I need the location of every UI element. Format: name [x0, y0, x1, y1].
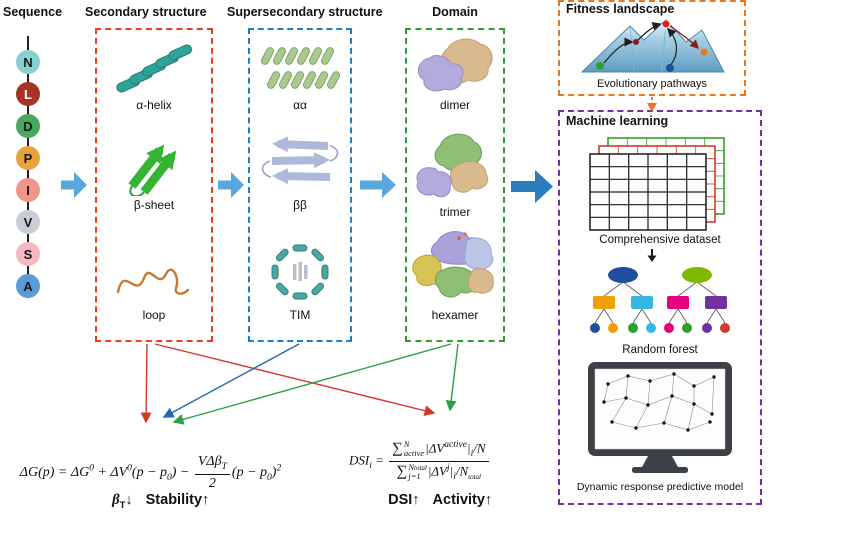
beta-sheet-label: β-sheet: [133, 198, 175, 212]
link-secondary-to-stability: [140, 343, 152, 424]
supersecondary-structure-header: Supersecondary structure: [227, 5, 383, 19]
residue-n: N: [16, 50, 40, 74]
dimer-label: dimer: [439, 98, 470, 112]
loop-icon: [116, 268, 190, 295]
stability-label: βT↓Stability↑: [112, 492, 210, 511]
fitness-landscape-box: [558, 0, 746, 96]
machine-learning-box: [558, 110, 762, 505]
fitness-landscape-icon: [580, 19, 725, 73]
residue-s: S: [16, 242, 40, 266]
flow-arrow-2: [218, 172, 244, 198]
residue-d: D: [16, 114, 40, 138]
alpha-alpha-icon: [260, 47, 341, 89]
residue-a: A: [16, 274, 40, 298]
dimer-icon: [417, 38, 493, 92]
predictive-model-monitor-icon: [588, 362, 732, 473]
beta-beta-icon: [261, 136, 339, 185]
flow-arrow-4: [511, 170, 553, 203]
link-domain-to-stability: [172, 343, 452, 425]
domain-box: [405, 28, 505, 342]
secondary-structure-box: [95, 28, 213, 342]
evolutionary-pathways-label: Evolutionary pathways: [596, 78, 708, 90]
supersecondary-structure-box: [248, 28, 352, 342]
predictive-model-label: Dynamic response predictive model: [576, 481, 744, 493]
loop-label: loop: [142, 308, 166, 322]
random-forest-icon: [590, 267, 730, 333]
flow-arrow-3: [360, 172, 396, 198]
residue-p: P: [16, 146, 40, 170]
tim-label: TIM: [289, 308, 311, 322]
domain-header: Domain: [432, 5, 478, 19]
dataset-grid-icon: [589, 137, 725, 231]
link-supersecondary-to-stability: [162, 343, 300, 418]
flow-arrow-1: [61, 172, 87, 198]
hexamer-label: hexamer: [431, 308, 479, 322]
link-domain-to-activity: [445, 343, 459, 412]
beta-sheet-icon: [128, 144, 177, 196]
alpha-helix-icon: [116, 44, 193, 93]
alpha-alpha-label: αα: [293, 98, 307, 112]
machine-learning-header: Machine learning: [566, 114, 669, 128]
hexamer-icon: [412, 231, 494, 298]
link-secondary-to-activity: [154, 343, 436, 417]
tim-barrel-icon: [271, 244, 329, 300]
random-forest-label: Random forest: [622, 344, 698, 356]
comprehensive-dataset-label: Comprehensive dataset: [599, 234, 721, 246]
down-arrow-icon: [647, 249, 657, 262]
secondary-structure-header: Secondary structure: [85, 5, 207, 19]
activity-label: DSI↑Activity↑: [388, 492, 493, 508]
residue-l: L: [16, 82, 40, 106]
fitness-landscape-header: Fitness landscape: [566, 2, 675, 16]
alpha-helix-label: α-helix: [136, 98, 172, 112]
trimer-icon: [416, 133, 489, 198]
residue-i: I: [16, 178, 40, 202]
sequence-header: Sequence: [3, 5, 63, 19]
residue-v: V: [16, 210, 40, 234]
beta-beta-label: ββ: [293, 198, 307, 212]
trimer-label: trimer: [439, 205, 471, 219]
